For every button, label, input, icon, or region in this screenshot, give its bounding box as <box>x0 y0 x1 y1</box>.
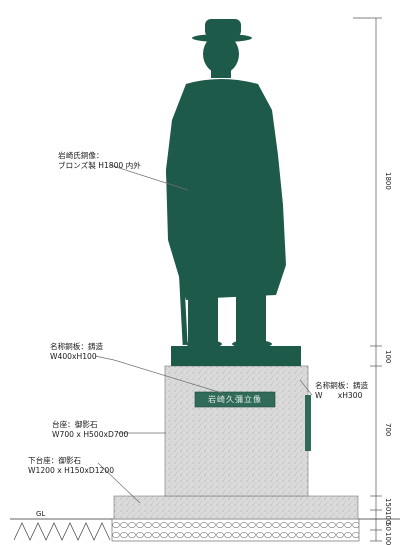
nameplate-text: 岩崎久彌立像 <box>208 395 262 404</box>
base-label: 下台座：御影石 W1200 x H150xD1200 <box>28 456 114 475</box>
nameplate-top-label-line1: 名称銅板：鋳造 <box>50 342 104 351</box>
dim-base: 150 <box>384 498 392 512</box>
pedestal <box>164 365 309 497</box>
lower-base <box>113 495 359 520</box>
nameplate-side-label: 名称銅板：鋳造 W xH300 <box>315 381 368 400</box>
leader-lines <box>94 164 313 504</box>
dim-pedestal: 700 <box>384 423 392 437</box>
nameplate-top-label: 名称銅板：鋳造 W400xH100 <box>50 342 103 361</box>
nameplate <box>194 391 276 408</box>
foundation-gravel <box>111 518 360 542</box>
nameplate-side-label-line2: W xH300 <box>315 390 363 400</box>
dim-foundation-a: 50 <box>384 522 392 531</box>
side-nameplate <box>305 395 311 451</box>
base-label-line2: W1200 x H150xD1200 <box>28 465 115 475</box>
ground-level-label: GL <box>36 510 46 518</box>
dim-foundation-b: 100 <box>384 532 392 545</box>
statue-label-line1: 岩崎氏銅像： <box>58 151 104 160</box>
dimension-line <box>353 17 382 542</box>
bronze-base <box>171 346 301 366</box>
dim-bronze-plate: 100 <box>384 350 392 364</box>
statue-label-line2: ブロンズ製 H1800 内外 <box>58 160 141 170</box>
base-label-line1: 下台座：御影石 <box>28 456 82 465</box>
soil-hatch <box>13 522 111 541</box>
pedestal-label: 台座：御影石 W700 x H500xD700 <box>52 420 128 439</box>
statue-label: 岩崎氏銅像： ブロンズ製 H1800 内外 <box>58 151 141 170</box>
nameplate-side-label-line1: 名称銅板：鋳造 <box>315 381 369 390</box>
pedestal-label-line2: W700 x H500xD700 <box>52 429 129 439</box>
dim-statue: 1800 <box>384 172 392 190</box>
statue-figure <box>166 19 286 348</box>
nameplate-top-label-line2: W400xH100 <box>50 351 97 361</box>
pedestal-label-line1: 台座：御影石 <box>52 420 98 429</box>
